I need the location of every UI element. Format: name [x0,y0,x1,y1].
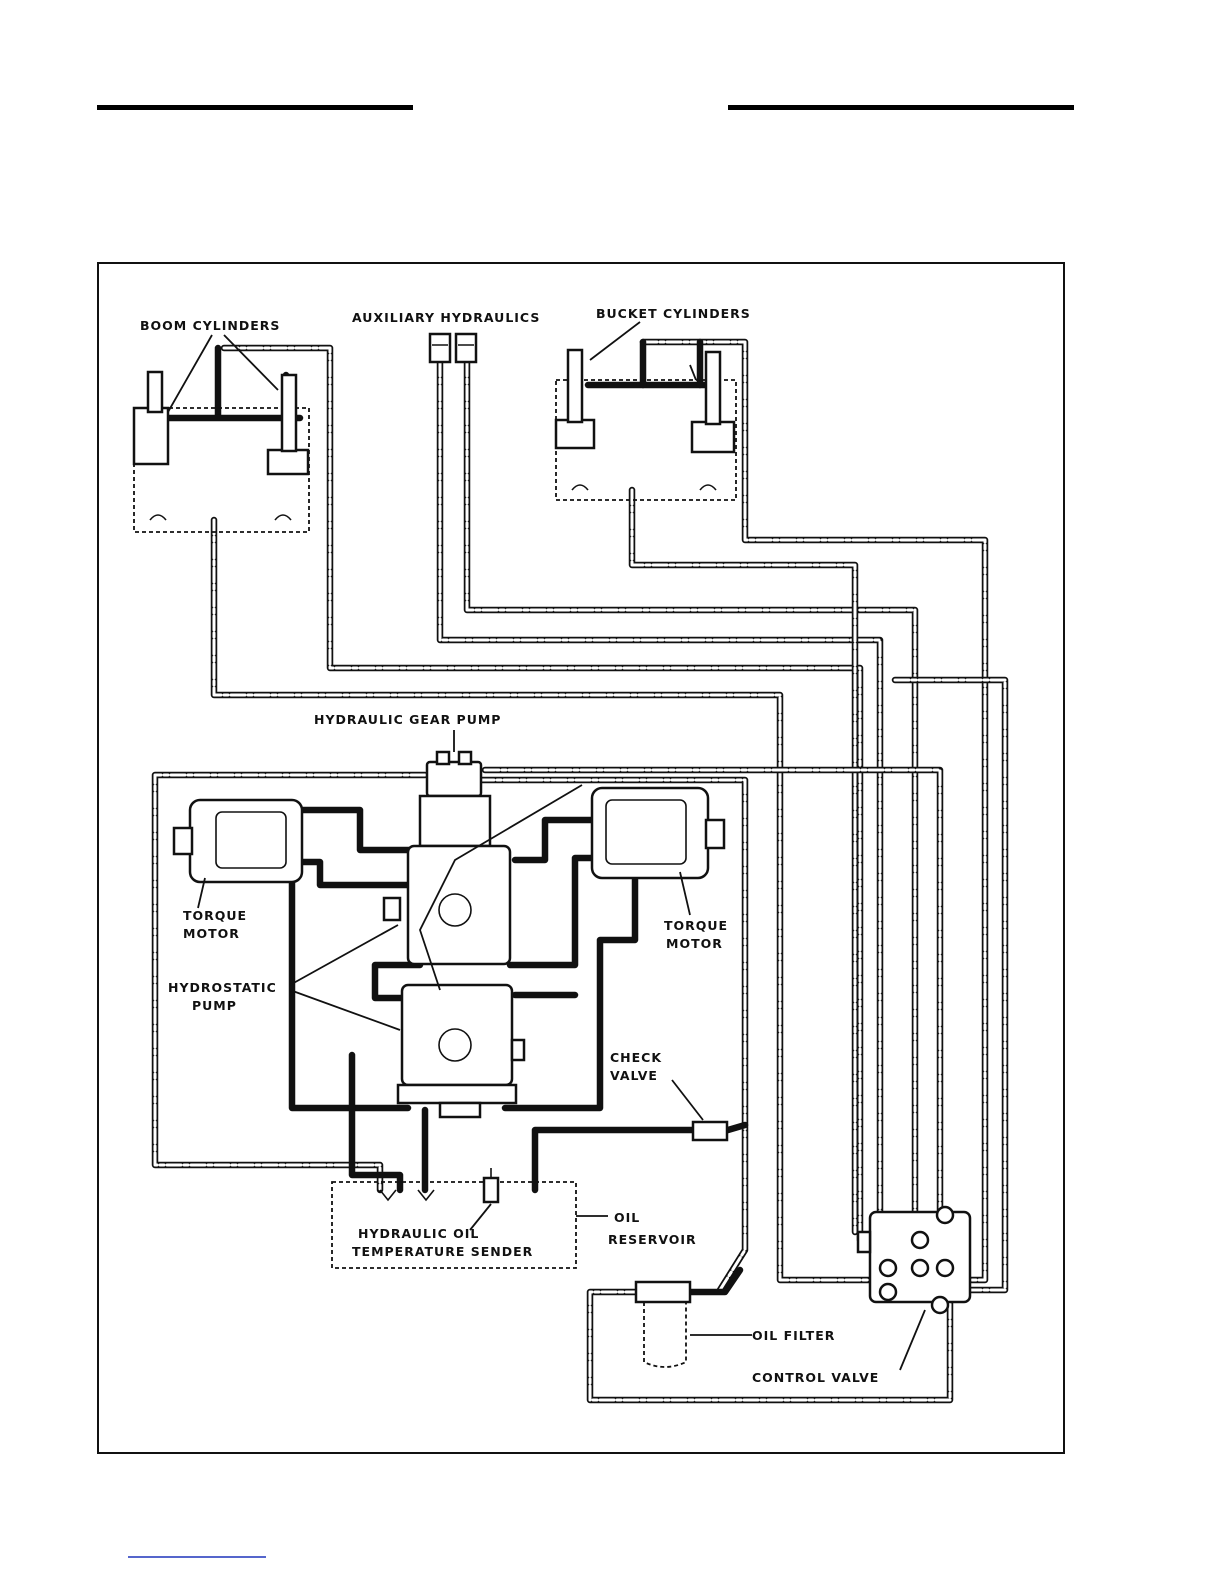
label-torque-motor-left-1: TORQUE [183,908,247,923]
label-boom-cylinders: BOOM CYLINDERS [140,318,280,333]
auxiliary-couplers [430,334,476,362]
boom-cylinder-right-rod [282,375,296,451]
gear-pump-body [427,762,481,796]
label-check-valve-1: CHECK [610,1050,662,1065]
label-oil-reservoir-1: OIL [614,1210,640,1225]
hydrostatic-pump-port [384,898,400,920]
hydrostatic-pump-lower-port [512,1040,524,1060]
label-temp-sender-1: HYDRAULIC OIL [358,1226,479,1241]
oil-filter-head [636,1282,690,1302]
boom-cylinder-left [134,408,168,464]
boom-cylinder-right [268,450,308,474]
bucket-cylinder-left [556,420,594,448]
torque-motor-left [174,800,302,908]
control-valve-spool [858,1232,870,1252]
aux-coupler-left [430,334,450,362]
bucket-cylinder-left-rod [568,350,582,422]
label-auxiliary-hydraulics: AUXILIARY HYDRAULICS [352,310,540,325]
gear-pump-housing [420,796,490,846]
label-bucket-cylinders: BUCKET CYLINDERS [596,306,751,321]
label-torque-motor-right-2: MOTOR [666,936,723,951]
label-oil-reservoir-2: RESERVOIR [608,1232,697,1247]
temperature-sender [484,1178,498,1202]
hydraulic-gear-pump [420,730,490,846]
hydrostatic-pump-upper [408,846,510,964]
gear-pump-port-left [437,752,449,764]
footer-link-underline [128,1556,266,1558]
bucket-cylinder-right-rod [706,352,720,424]
boom-cylinder-left-rod [148,372,162,412]
label-hydraulic-gear-pump: HYDRAULIC GEAR PUMP [314,712,501,727]
label-oil-filter: OIL FILTER [752,1328,835,1343]
torque-motor-left-shaft [174,828,192,854]
gear-pump-port-right [459,752,471,764]
hydrostatic-pump-shaft [440,1103,480,1117]
hydrostatic-pump-flange [398,1085,516,1103]
label-torque-motor-left-2: MOTOR [183,926,240,941]
label-check-valve-2: VALVE [610,1068,658,1083]
bucket-cylinder-right [692,422,734,452]
label-temp-sender-2: TEMPERATURE SENDER [352,1244,533,1259]
label-hydrostatic-pump-2: PUMP [192,998,237,1013]
aux-coupler-right [456,334,476,362]
check-valve-body [693,1122,727,1140]
hydrostatic-pump-lower [402,985,512,1085]
torque-motor-right [592,788,724,915]
label-control-valve: CONTROL VALVE [752,1370,879,1385]
label-torque-motor-right-1: TORQUE [664,918,728,933]
torque-motor-right-shaft [706,820,724,848]
boom-cylinders [134,335,309,532]
label-hydrostatic-pump-1: HYDROSTATIC [168,980,277,995]
